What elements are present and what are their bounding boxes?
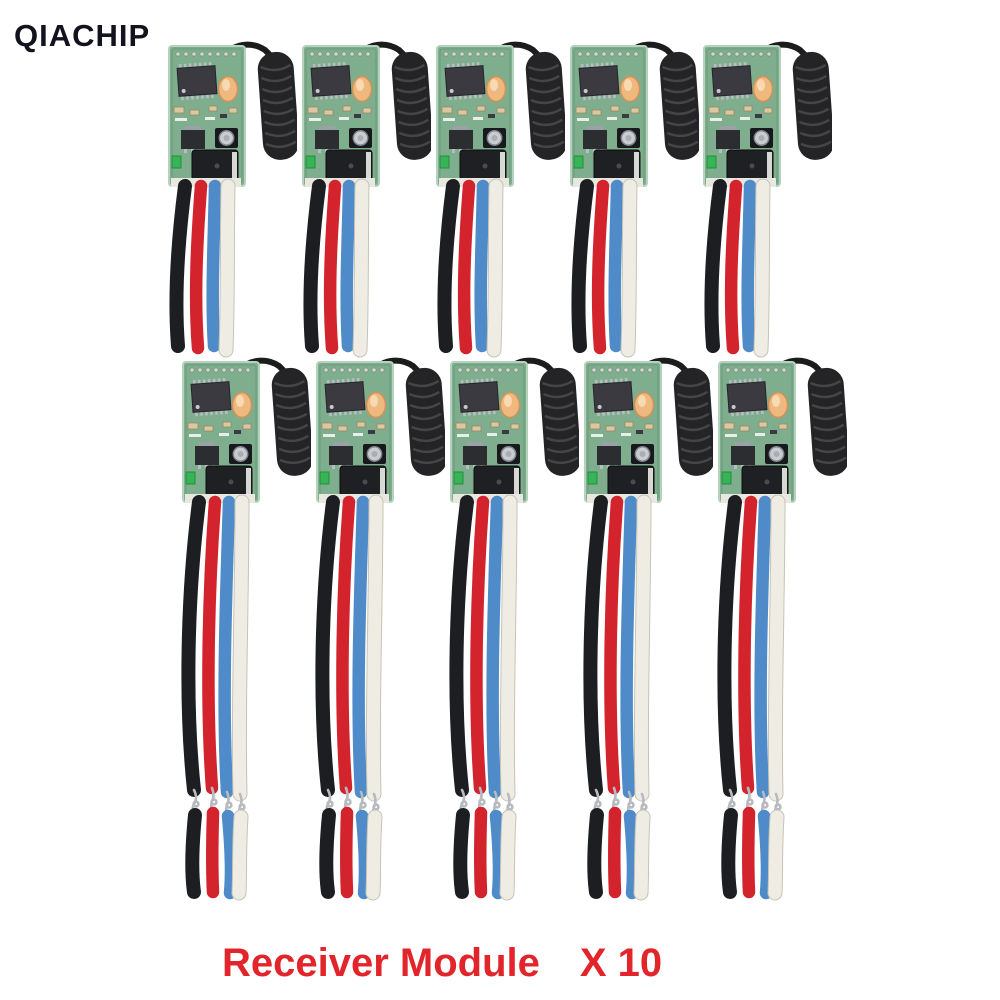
receiver-module [299, 40, 431, 358]
receiver-module [700, 40, 832, 358]
receiver-module [433, 40, 565, 358]
module-graphic [700, 40, 832, 358]
module-graphic [581, 356, 713, 901]
product-caption: Receiver Module X 10 [222, 941, 662, 986]
receiver-module [313, 356, 445, 901]
module-graphic [715, 356, 847, 901]
module-graphic [179, 356, 311, 901]
module-graphic [313, 356, 445, 901]
module-graphic [433, 40, 565, 358]
receiver-module [715, 356, 847, 901]
module-graphic [567, 40, 699, 358]
caption-quantity: X 10 [579, 941, 663, 985]
receiver-module [447, 356, 579, 901]
receiver-module [581, 356, 713, 901]
receiver-module [165, 40, 297, 358]
receiver-module [179, 356, 311, 901]
brand-logo: QIACHIP [14, 18, 151, 53]
module-graphic [165, 40, 297, 358]
module-graphic [447, 356, 579, 901]
receiver-module [567, 40, 699, 358]
module-graphic [299, 40, 431, 358]
caption-label: Receiver Module [222, 941, 540, 985]
